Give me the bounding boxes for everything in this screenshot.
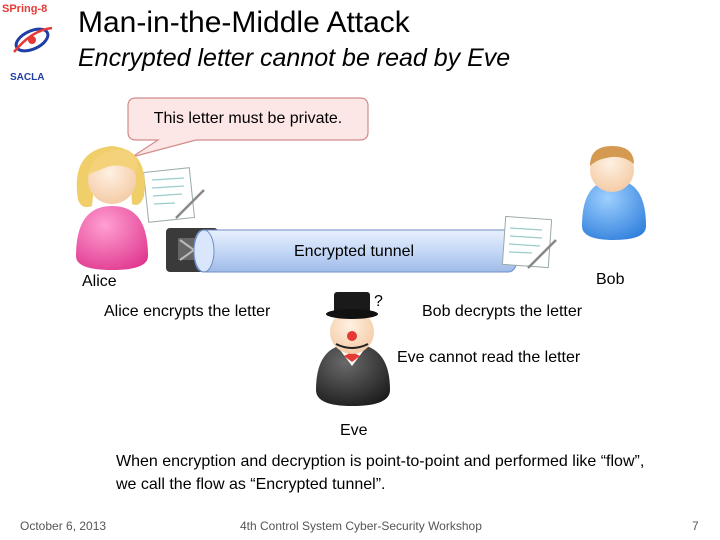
eve-figure bbox=[316, 292, 390, 406]
footer-event: 4th Control System Cyber-Security Worksh… bbox=[240, 519, 482, 533]
bob-figure bbox=[582, 146, 646, 240]
page-subtitle: Encrypted letter cannot be read by Eve bbox=[78, 44, 511, 72]
footer-date: October 6, 2013 bbox=[20, 519, 107, 533]
speech-bubble-text: This letter must be private. bbox=[153, 110, 343, 127]
eve-question-mark: ? bbox=[374, 293, 383, 310]
page-title: Man-in-the-Middle Attack bbox=[78, 6, 410, 39]
eve-label: Eve bbox=[340, 422, 368, 439]
alice-letter-icon bbox=[142, 167, 205, 223]
bob-letter-icon bbox=[501, 215, 557, 269]
logo-top-text: SPring-8 bbox=[2, 3, 47, 15]
logo: SPring-8 SACLA bbox=[2, 3, 53, 83]
logo-bottom-text: SACLA bbox=[10, 72, 44, 83]
caption-text: When encryption and decryption is point-… bbox=[116, 453, 645, 493]
bob-label: Bob bbox=[596, 271, 625, 288]
footer-page-number: 7 bbox=[692, 519, 699, 533]
speech-bubble bbox=[127, 97, 369, 158]
tunnel-label: Encrypted tunnel bbox=[294, 243, 415, 260]
alice-figure bbox=[76, 146, 148, 270]
bob-action-label: Bob decrypts the letter bbox=[422, 303, 583, 320]
alice-label: Alice bbox=[82, 273, 117, 290]
alice-action-label: Alice encrypts the letter bbox=[104, 303, 271, 320]
eve-status-label: Eve cannot read the letter bbox=[397, 349, 581, 366]
encrypted-tunnel bbox=[166, 228, 519, 273]
